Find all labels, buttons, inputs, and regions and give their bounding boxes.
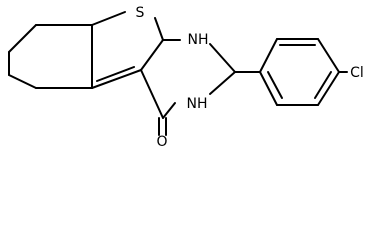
bond	[91, 69, 142, 89]
bond	[162, 102, 176, 119]
carbonyl-bond	[158, 117, 167, 136]
sulfur-atom-label: S	[136, 5, 145, 21]
bond	[317, 71, 340, 106]
bond	[267, 71, 283, 99]
bond	[259, 38, 278, 73]
bond	[96, 66, 135, 82]
nh-bottom-label: NH	[187, 96, 208, 112]
bond	[8, 74, 37, 89]
bond	[91, 11, 126, 26]
bond	[8, 24, 37, 53]
chemical-structure-diagram: S NH NH O Cl	[8, 5, 364, 149]
bond	[209, 71, 236, 95]
bond	[259, 71, 278, 106]
thiophene-ring	[91, 11, 164, 89]
chlorine-atom-label: Cl	[350, 65, 364, 81]
bond	[140, 69, 164, 119]
bond	[154, 17, 164, 41]
nh-top-label: NH	[188, 32, 209, 48]
bond	[140, 39, 164, 71]
pyrimidine-ring	[140, 39, 236, 119]
bond	[209, 43, 236, 73]
molecule-drawing: S NH NH O Cl	[8, 5, 364, 149]
bond	[317, 38, 340, 73]
bond	[314, 71, 332, 99]
chlorophenyl-ring	[234, 38, 348, 106]
cyclohexane-ring	[8, 24, 93, 89]
oxygen-atom-label: O	[156, 134, 167, 149]
